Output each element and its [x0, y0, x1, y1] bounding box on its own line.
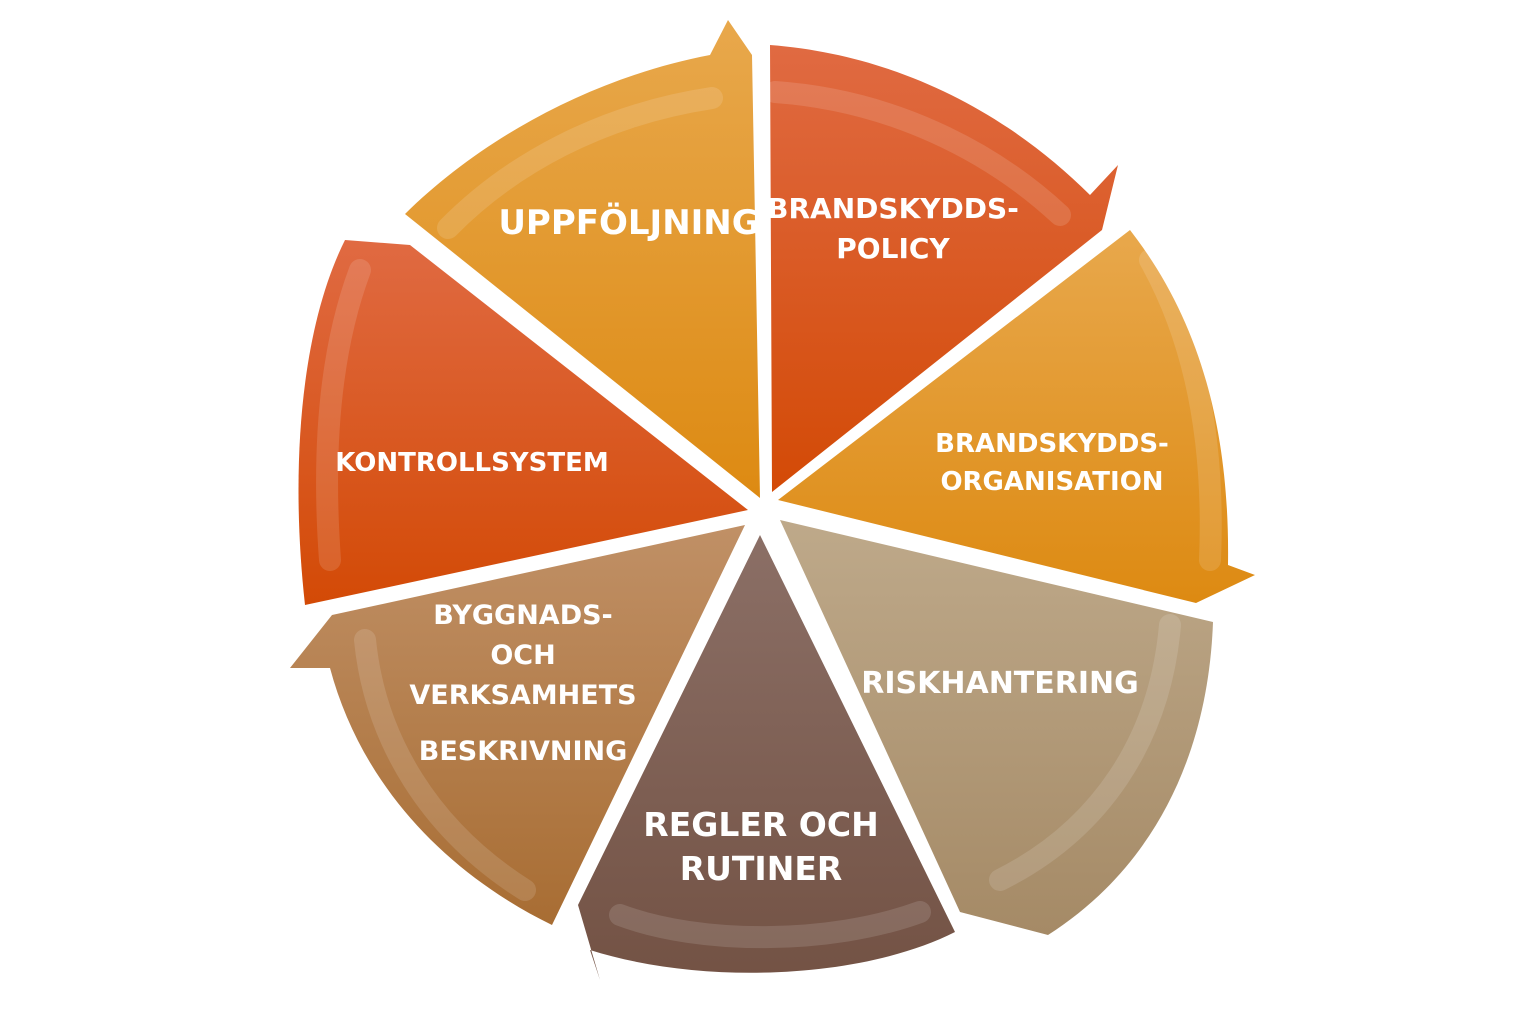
label-line-riskhantering-1: RISKHANTERING — [861, 666, 1139, 701]
label-line-byggnads-och-verksamhetsbeskrivning-3: VERKSAMHETS — [409, 680, 636, 711]
segment-uppfoljning — [405, 20, 760, 498]
label-regler-och-rutiner: REGLER OCH RUTINER — [643, 805, 878, 888]
label-line-byggnads-och-verksamhetsbeskrivning-1: BYGGNADS- — [433, 600, 613, 631]
label-line-brandskyddsorganisation-1: BRANDSKYDDS- — [935, 429, 1169, 459]
segment-regler-och-rutiner — [578, 535, 955, 980]
segment-arc-band-riskhantering — [989, 614, 1181, 891]
segment-brandskyddsorganisation — [778, 230, 1255, 603]
label-line-regler-och-rutiner-2: RUTINER — [680, 849, 843, 888]
label-line-uppfoljning-1: UPPFÖLJNING — [498, 202, 759, 243]
label-uppfoljning: UPPFÖLJNING — [498, 202, 759, 243]
label-byggnads-och-verksamhetsbeskrivning: BYGGNADS- OCH VERKSAMHETS BESKRIVNING — [409, 600, 636, 767]
segment-arc-band-byggnads-och-verksamhetsbeskrivning — [354, 629, 536, 901]
label-line-brandskyddsorganisation-2: ORGANISATION — [940, 467, 1163, 497]
label-brandskyddsorganisation: BRANDSKYDDS- ORGANISATION — [935, 429, 1169, 497]
segment-byggnads-och-verksamhetsbeskrivning — [290, 525, 745, 925]
label-line-brandskyddspolicy-1: BRANDSKYDDS- — [767, 192, 1019, 225]
label-line-regler-och-rutiner-1: REGLER OCH — [643, 805, 878, 844]
segment-brandskyddspolicy — [770, 45, 1118, 492]
segment-arc-band-brandskyddsorganisation — [1139, 249, 1222, 571]
label-line-byggnads-och-verksamhetsbeskrivning-4: BESKRIVNING — [419, 736, 628, 767]
label-riskhantering: RISKHANTERING — [861, 666, 1139, 701]
label-line-kontrollsystem-1: KONTROLLSYSTEM — [335, 448, 608, 478]
segment-riskhantering — [780, 520, 1213, 935]
segment-kontrollsystem — [298, 240, 748, 605]
label-line-brandskyddspolicy-2: POLICY — [836, 232, 950, 265]
label-line-byggnads-och-verksamhetsbeskrivning-2: OCH — [490, 640, 555, 671]
segment-arc-band-kontrollsystem — [316, 259, 371, 571]
label-kontrollsystem: KONTROLLSYSTEM — [335, 448, 608, 478]
segment-arc-band-uppfoljning — [437, 87, 723, 239]
segment-arc-band-regler-och-rutiner — [609, 901, 931, 949]
segment-arc-band-brandskyddspolicy — [764, 81, 1071, 226]
label-brandskyddspolicy: BRANDSKYDDS- POLICY — [767, 192, 1019, 265]
